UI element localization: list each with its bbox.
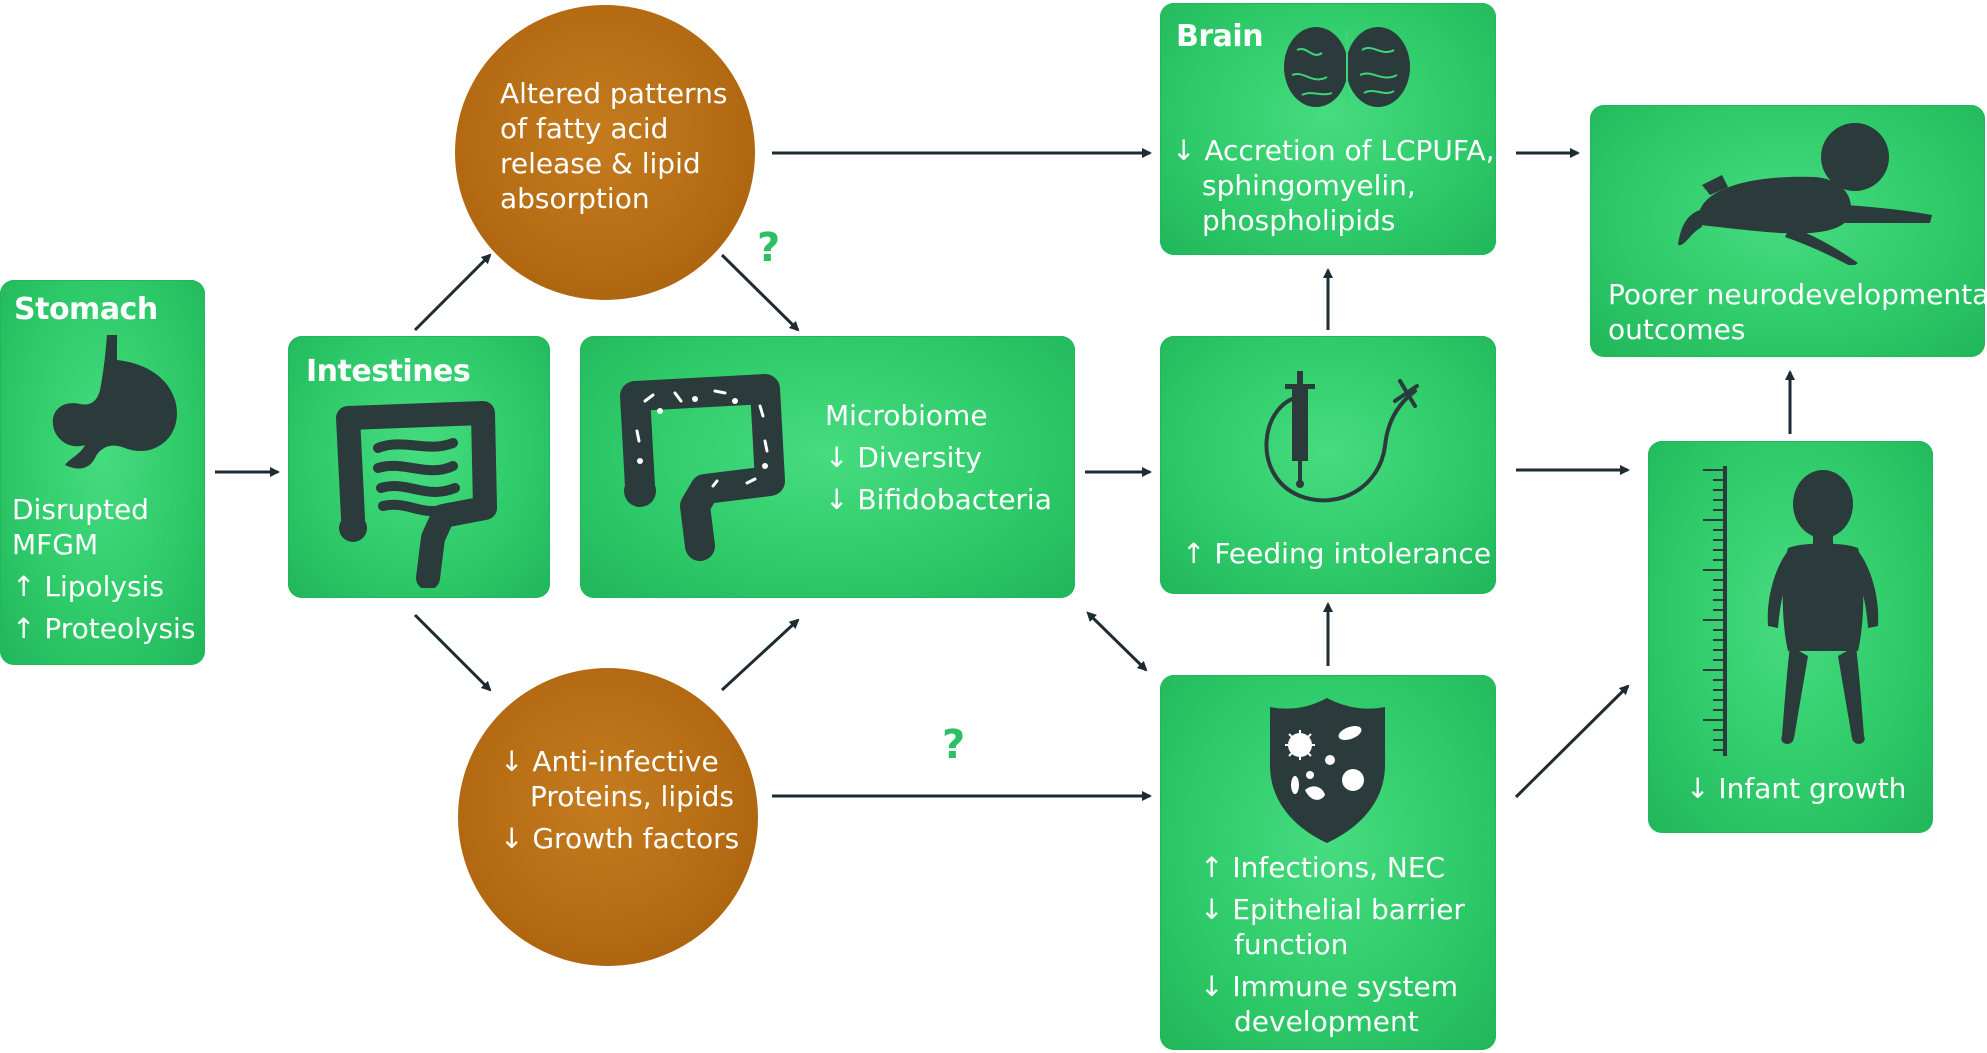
feeding-line-1: ↑ Feeding intolerance bbox=[1182, 537, 1492, 570]
question-mark-2: ? bbox=[942, 722, 966, 768]
fatty-acid-line-2: of fatty acid bbox=[500, 112, 669, 145]
microbiome-box: Microbiome ↓ Diversity ↓ Bifidobacteria bbox=[580, 336, 1075, 598]
brain-line-2: sphingomyelin, bbox=[1202, 169, 1416, 202]
brain-line-3: phospholipids bbox=[1202, 204, 1396, 237]
feeding-tube-icon bbox=[1264, 371, 1419, 503]
infections-box: ↑ Infections, NEC ↓ Epithelial barrier f… bbox=[1160, 675, 1496, 1050]
infections-line-2: ↓ Epithelial barrier bbox=[1200, 893, 1465, 926]
baby-growth-ruler-icon bbox=[1767, 470, 1879, 744]
feeding-box: ↑ Feeding intolerance bbox=[1160, 336, 1496, 594]
microbiome-line-2: ↓ Diversity bbox=[825, 441, 982, 474]
stomach-line-4: ↑ Proteolysis bbox=[12, 612, 196, 645]
stomach-box: Stomach Disrupted MFGM ↑ Lipolysis ↑ Pro… bbox=[0, 280, 205, 665]
brain-box: Brain ↓ Accretion of LCPUFA, sphingomyel… bbox=[1160, 3, 1496, 255]
anti-infective-line-1: ↓ Anti-infective bbox=[500, 745, 719, 778]
arrow-microbiome-infections bbox=[1086, 611, 1148, 672]
microbiome-line-3: ↓ Bifidobacteria bbox=[825, 483, 1052, 516]
fatty-acid-line-3: release & lipid bbox=[500, 147, 701, 180]
microbiome-line-1: Microbiome bbox=[825, 399, 988, 432]
stomach-line-1: Disrupted bbox=[12, 493, 149, 526]
arrow-fatty-microbiome bbox=[720, 253, 800, 332]
growth-line-1: ↓ Infant growth bbox=[1686, 772, 1907, 805]
brain-icon bbox=[1284, 27, 1410, 107]
anti-infective-circle bbox=[458, 668, 758, 966]
fatty-acid-line-1: Altered patterns bbox=[500, 77, 728, 110]
infections-line-1: ↑ Infections, NEC bbox=[1200, 851, 1446, 884]
stomach-line-3: ↑ Lipolysis bbox=[12, 570, 164, 603]
brain-line-1: ↓ Accretion of LCPUFA, bbox=[1172, 134, 1495, 167]
growth-box: ↓ Infant growth bbox=[1648, 441, 1933, 833]
intestines-box: Intestines bbox=[288, 336, 550, 598]
anti-infective-line-3: ↓ Growth factors bbox=[500, 822, 740, 855]
colon-bacteria-icon bbox=[620, 374, 785, 561]
outcomes-line-1: Poorer neurodevelopmental bbox=[1608, 278, 1987, 311]
stomach-icon bbox=[52, 335, 177, 469]
intestines-icon bbox=[336, 401, 497, 588]
crawling-baby-icon bbox=[1678, 123, 1932, 265]
arrow-infections-growth bbox=[1514, 684, 1630, 799]
intestines-title: Intestines bbox=[306, 354, 471, 389]
brain-title: Brain bbox=[1176, 19, 1264, 54]
arrow-antiinfective-microbiome bbox=[720, 618, 800, 692]
ruler-icon bbox=[1703, 466, 1727, 756]
outcomes-box: Poorer neurodevelopmental outcomes bbox=[1590, 105, 1987, 357]
fatty-acid-circle bbox=[455, 5, 755, 300]
infections-line-5: development bbox=[1234, 1005, 1419, 1038]
stomach-line-2: MFGM bbox=[12, 528, 99, 561]
arrow-intestines-fatty bbox=[413, 253, 492, 332]
fatty-acid-line-4: absorption bbox=[500, 182, 650, 215]
arrow-intestines-antiinfective bbox=[413, 613, 492, 692]
infections-line-4: ↓ Immune system bbox=[1200, 970, 1459, 1003]
anti-infective-line-2: Proteins, lipids bbox=[530, 780, 735, 813]
stomach-title: Stomach bbox=[14, 292, 158, 327]
shield-pathogen-icon bbox=[1270, 698, 1385, 843]
question-mark-1: ? bbox=[757, 225, 781, 271]
infections-line-3: function bbox=[1234, 928, 1349, 961]
outcomes-line-2: outcomes bbox=[1608, 313, 1746, 346]
